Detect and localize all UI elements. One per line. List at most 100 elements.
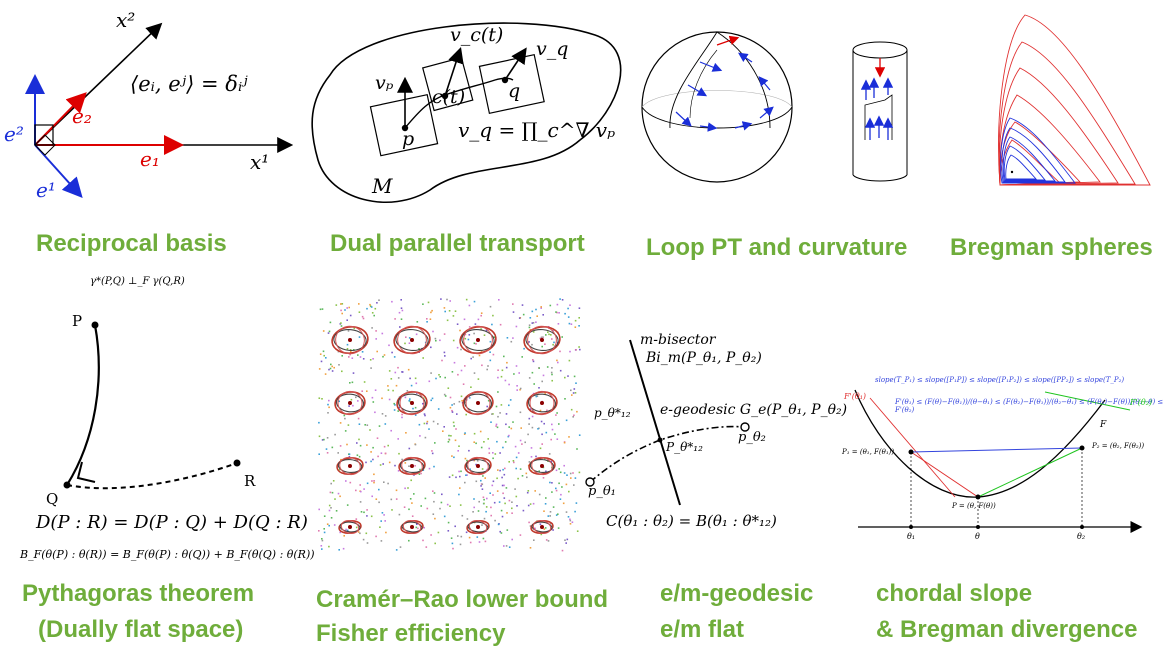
sample-dot [460,348,462,351]
estimator-center [348,464,352,468]
sample-dot [342,547,345,550]
sample-dot [456,323,459,325]
sample-dot [458,493,460,496]
sample-dot [555,489,558,492]
sample-dot [540,307,542,309]
sample-dot [519,411,522,414]
orthogonality-formula: γ*(P,Q) ⊥_F γ(Q,R) [90,276,185,287]
bregman-spheres-diagram [998,14,1151,186]
sample-dot [337,492,340,495]
p-theta1-label: p_θ₁ [588,484,616,499]
sample-dot [538,427,540,430]
sample-dot [571,521,574,523]
manifold-outline [311,22,622,203]
sample-dot [321,398,323,400]
sample-dot [337,452,339,454]
sample-dot [535,395,538,398]
sample-dot [395,384,398,387]
pythagoras-bregman: B_F(θ(P) : θ(R)) = B_F(θ(P) : θ(Q)) + B_… [20,548,315,561]
sample-dot [412,407,414,410]
sample-dot [319,353,322,355]
sample-dot [472,511,474,513]
sample-dot [414,406,417,409]
sample-dot [408,342,411,344]
sample-dot [504,441,507,443]
sample-dot [397,377,400,379]
covariance-ellipse [468,520,488,534]
sample-dot [492,314,494,317]
sample-dot [439,376,441,378]
sample-dot [390,378,393,380]
sample-dot [462,383,465,385]
point-P-label: P [72,312,83,330]
sample-dot [505,366,508,369]
vq-label: v_q [536,38,569,60]
sample-dot [508,404,510,407]
sample-dot [453,403,455,405]
sample-dot [562,502,565,505]
sample-dot [365,532,368,535]
caption-bregman-spheres: Bregman spheres [950,234,1153,261]
sample-dot [358,336,361,338]
sample-dot [495,405,498,408]
sample-dot [408,539,410,542]
sample-dot [444,355,446,357]
sample-dot [374,411,376,414]
sample-dot [418,423,421,426]
sample-dot [352,404,354,407]
sample-dot [446,319,449,322]
sample-dot [473,498,475,500]
sample-dot [407,368,410,371]
sample-dot [555,487,557,490]
sample-dot [340,309,342,312]
sample-dot [444,376,446,379]
sample-dot [459,475,461,478]
estimator-center [540,401,544,405]
caption-cramer-rao-1: Cramér–Rao lower bound [316,586,609,613]
sample-dot [328,330,331,333]
sample-dot [495,425,497,427]
sample-dot [578,434,581,436]
sample-dot [470,386,472,388]
sample-dot [492,413,494,415]
sample-dot [325,357,327,359]
sample-dot [505,487,508,489]
sample-dot [541,433,543,436]
sample-dot [391,300,393,303]
sample-dot [404,396,407,399]
sample-dot [443,426,445,428]
sample-dot [447,387,450,389]
sample-dot [424,436,427,439]
sample-dot [482,537,485,540]
sample-dot [393,409,396,411]
sample-dot [497,369,499,371]
sample-dot [394,404,396,406]
sample-dot [451,542,454,545]
sample-dot [376,302,378,304]
sample-dot [453,425,455,427]
sample-dot [326,523,329,525]
sample-dot [423,526,425,529]
sample-dot [526,476,528,479]
tangent-plane-q [478,54,545,115]
sample-dot [400,299,402,301]
sample-dot [394,464,396,467]
sample-dot [358,423,361,425]
sample-dot [339,445,342,447]
sample-dot [578,317,580,319]
derivative-inequality: F'(θ₁) ≤ (F(θ)−F(θ₁))/(θ−θ₁) ≤ (F(θ₂)−F(… [895,398,1164,414]
sample-dot [469,468,471,470]
sample-dot [340,322,342,324]
sample-dot [545,497,547,499]
sample-dot [559,369,562,372]
sample-dot [489,351,491,353]
covariance-ellipse [531,521,553,533]
covariance-ellipse [463,393,493,413]
sample-dot [535,455,537,458]
sample-dot [532,331,535,333]
sample-dot [362,538,365,541]
sample-dot [404,462,407,464]
sample-dot [447,441,450,443]
sample-dot [459,504,462,506]
sample-dot [452,547,454,550]
